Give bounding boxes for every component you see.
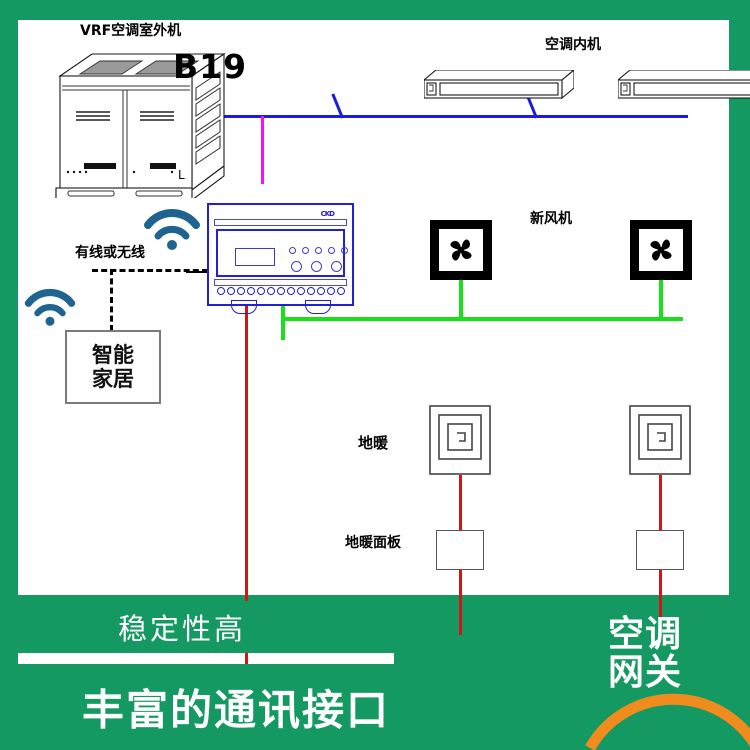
controller-bottom-strip (214, 279, 347, 286)
floor-heating-panel-2[interactable] (636, 530, 684, 570)
feature-banner-2-text: 丰富的通讯接口 (82, 685, 391, 735)
floor-heating-2 (629, 405, 691, 479)
wire-red-floor-heat-2a (659, 475, 662, 550)
wire-green-horizontal-fans (281, 317, 683, 321)
label-outdoor-unit: VRF空调室外机 (80, 23, 182, 39)
badge-text-group: 空调 网关 (608, 616, 750, 692)
fan-blades-icon (650, 239, 672, 261)
controller-terminal (317, 287, 325, 295)
controller-terminal (337, 287, 345, 295)
controller-led-1 (289, 247, 296, 254)
dash-line-horizontal (92, 269, 208, 272)
floor-heating-1 (429, 405, 491, 479)
feature-banner-1-text: 稳定性高 (118, 612, 247, 646)
controller-terminal (297, 287, 305, 295)
controller-button-2[interactable] (311, 261, 322, 272)
fresh-air-fan-2 (630, 220, 692, 280)
wire-red-floor-heat-1b (459, 545, 462, 635)
controller-lcd (235, 248, 275, 266)
controller-logo: CKD (320, 210, 335, 218)
label-floor-heating-panel: 地暖面板 (345, 535, 401, 551)
controller-terminal (277, 287, 285, 295)
controller-din-clip-left (231, 300, 257, 314)
wifi-icon-smart-home (23, 285, 77, 327)
controller-model-label: B19 (173, 47, 248, 86)
smart-home-label-1: 智能 (92, 342, 134, 367)
dash-line-vertical (110, 269, 113, 331)
controller-led-3 (315, 247, 322, 254)
controller-terminal (257, 287, 265, 295)
wire-blue-horizontal-bus (181, 115, 511, 118)
badge-line-1: 空调 (608, 614, 683, 655)
controller-terminal (217, 287, 225, 295)
badge-line-2: 网关 (608, 651, 683, 693)
fresh-air-fan-1 (430, 220, 492, 280)
wifi-icon-controller (142, 205, 202, 251)
label-fresh-air-fan: 新风机 (530, 211, 572, 227)
vrf-outdoor-unit: L (54, 50, 240, 201)
wire-red-floor-heat-1a (459, 475, 462, 550)
fan-blades-icon (450, 239, 472, 261)
diagram-canvas: VRF空调室外机 (18, 20, 750, 662)
wire-black-controller-stub (186, 271, 208, 273)
controller-button-1[interactable] (291, 261, 302, 272)
controller-terminal (237, 287, 245, 295)
wire-green-riser-fan-2 (659, 280, 663, 320)
wire-blue-horizontal-bus-2 (508, 115, 688, 118)
controller-led-2 (302, 247, 309, 254)
fan-plate (639, 229, 683, 271)
controller-terminal (327, 287, 335, 295)
controller-terminal (287, 287, 295, 295)
svg-text:L: L (178, 168, 185, 182)
floor-heating-panel-1[interactable] (436, 530, 484, 570)
feature-banner-1: 稳定性高 (18, 601, 394, 653)
indoor-unit-1 (424, 70, 574, 106)
controller-b19[interactable]: CKD (207, 203, 354, 314)
wire-magenta-controller-link (261, 116, 264, 184)
controller-terminal (307, 287, 315, 295)
label-indoor-unit: 空调内机 (545, 37, 601, 53)
label-floor-heating: 地暖 (358, 434, 389, 452)
fan-plate (439, 229, 483, 271)
badge-arc-group: 空调 网关 (560, 596, 750, 750)
white-divider-band (18, 653, 394, 665)
controller-led-5 (341, 247, 348, 254)
controller-button-3[interactable] (331, 261, 342, 272)
controller-terminal (267, 287, 275, 295)
wire-red-floor-heat-2b (659, 545, 662, 620)
controller-led-4 (328, 247, 335, 254)
indoor-unit-2 (618, 70, 750, 106)
label-wired-or-wireless: 有线或无线 (75, 245, 145, 261)
wire-red-main-riser (245, 287, 248, 662)
controller-din-clip-right (305, 300, 331, 314)
controller-terminal-row (217, 287, 345, 295)
controller-terminal (227, 287, 235, 295)
smart-home-label-2: 家居 (92, 367, 134, 391)
controller-terminal (247, 287, 255, 295)
controller-top-strip (214, 219, 347, 226)
wire-red-divider-segment (245, 653, 248, 665)
wire-green-riser-fan-1 (459, 280, 463, 320)
wire-green-riser-controller (281, 287, 285, 340)
smart-home-box[interactable]: 智能 家居 (65, 330, 161, 404)
